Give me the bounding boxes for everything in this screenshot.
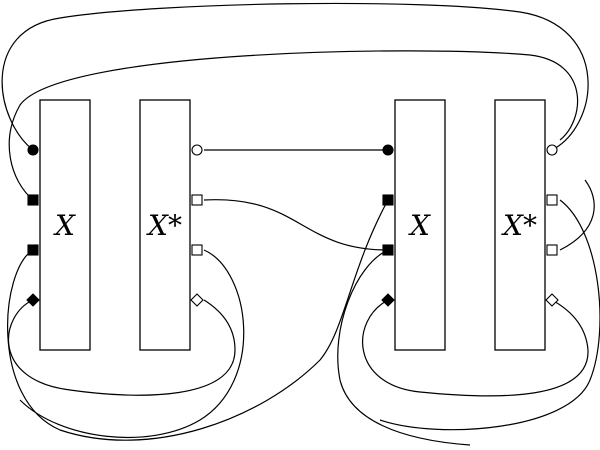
terminal-diamond-open bbox=[190, 293, 204, 307]
wire-left-diamond-loop bbox=[7, 299, 236, 396]
terminal-diamond-filled bbox=[26, 293, 40, 307]
terminal-square-filled bbox=[27, 244, 39, 256]
terminal-diamond-open bbox=[545, 293, 559, 307]
terminal-circle-filled bbox=[27, 144, 39, 156]
box-x-right bbox=[394, 99, 446, 351]
terminal-square-filled bbox=[27, 194, 39, 206]
terminal-square-open bbox=[546, 244, 558, 256]
terminals-x-left bbox=[26, 144, 40, 307]
box-xstar-right bbox=[494, 99, 546, 351]
terminal-square-filled bbox=[382, 244, 394, 256]
wire-s-curve bbox=[203, 199, 389, 251]
terminal-circle-filled bbox=[382, 144, 394, 156]
box-xstar-left bbox=[139, 99, 191, 351]
wire-right-square-loop-a bbox=[379, 199, 600, 431]
wire-xstar-left-loop bbox=[19, 249, 245, 439]
terminals-xstar-right bbox=[545, 144, 559, 307]
wire-right-square-loop-b bbox=[559, 179, 595, 251]
terminal-diamond-filled bbox=[381, 293, 395, 307]
terminal-circle-open bbox=[546, 144, 558, 156]
label-x-left: X bbox=[53, 209, 76, 242]
terminal-circle-open bbox=[191, 144, 203, 156]
terminal-square-open bbox=[546, 194, 558, 206]
label-xstar-right: X* bbox=[501, 209, 537, 242]
terminal-square-open bbox=[191, 244, 203, 256]
label-x-right: X bbox=[408, 209, 431, 242]
label-xstar-left: X* bbox=[146, 209, 182, 242]
terminals-xstar-left bbox=[190, 144, 204, 307]
wire-inner-arc bbox=[8, 50, 579, 201]
box-x-left bbox=[39, 99, 91, 351]
wire-right-diamond-loop bbox=[362, 299, 589, 397]
wire-left-lower-loop bbox=[7, 199, 389, 441]
terminals-x-right bbox=[381, 144, 395, 307]
terminal-square-filled bbox=[382, 194, 394, 206]
wire-right-x-upper-loop bbox=[337, 249, 471, 446]
terminal-square-open bbox=[191, 194, 203, 206]
wire-outer-arc bbox=[1, 2, 589, 151]
